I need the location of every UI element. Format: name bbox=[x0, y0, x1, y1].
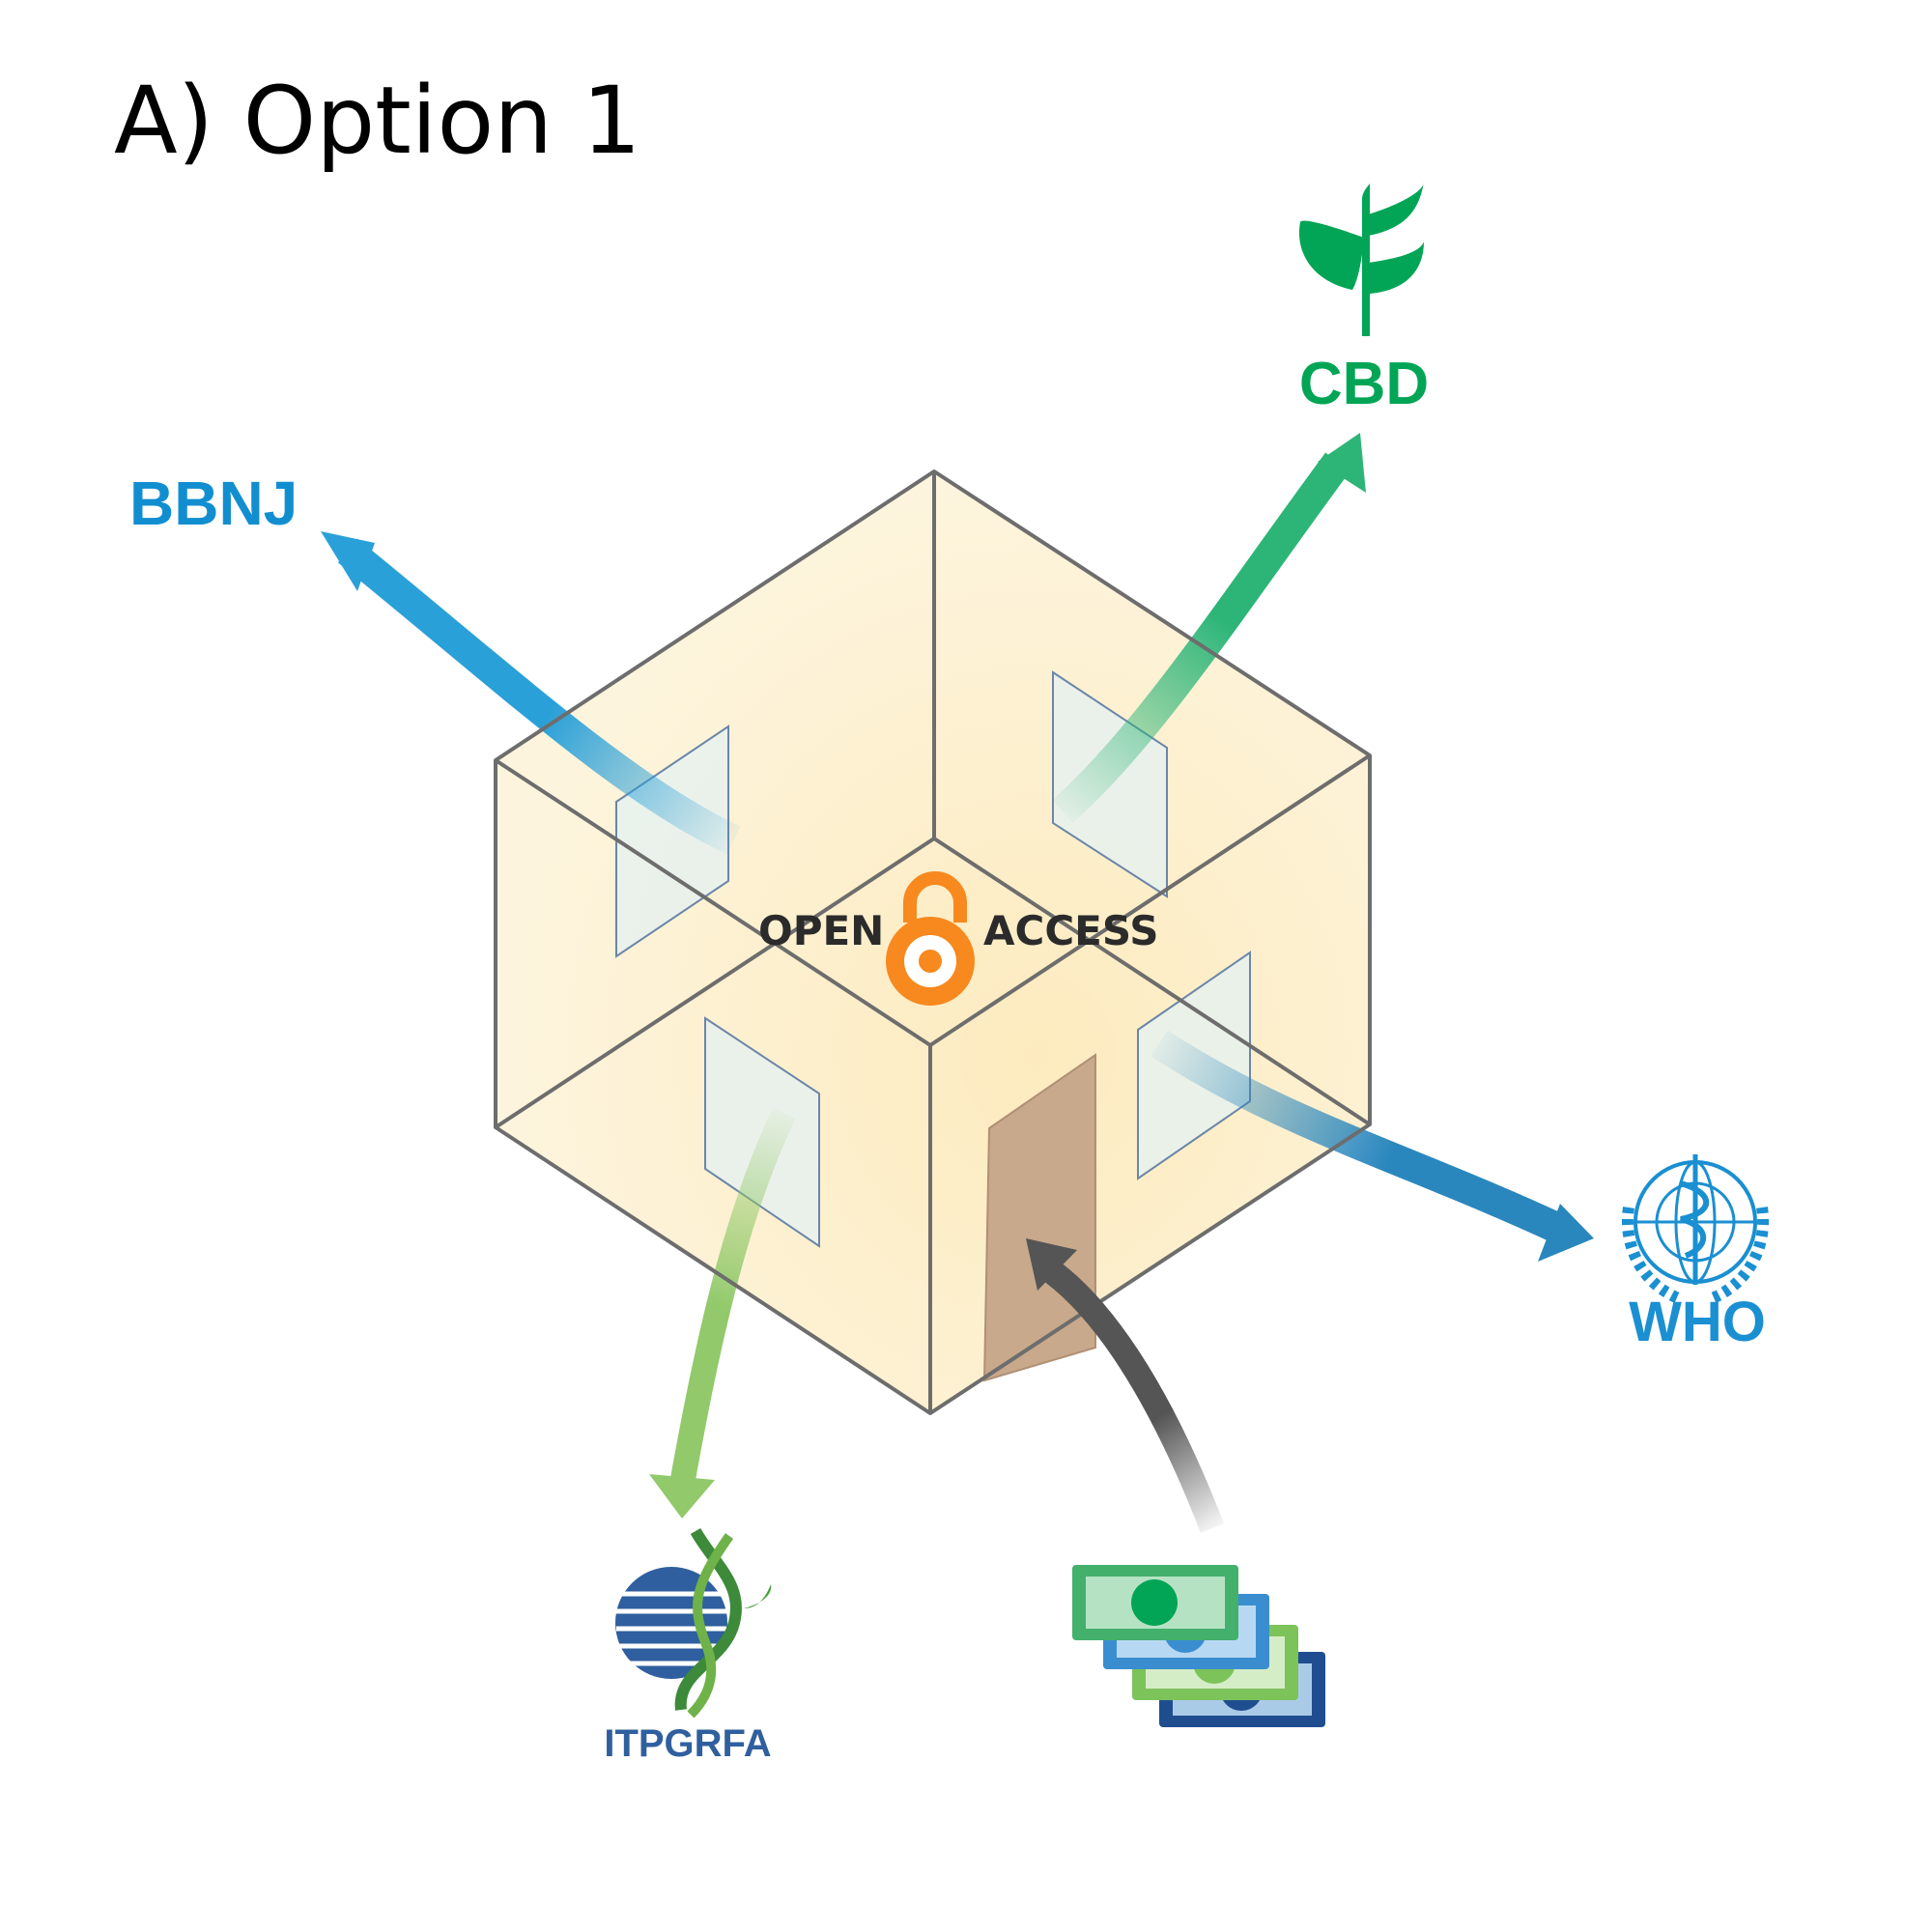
cbd-sprout-icon bbox=[1298, 182, 1424, 336]
arrow-to-cbd bbox=[1052, 433, 1366, 823]
who-emblem-icon bbox=[1622, 1154, 1769, 1305]
bbnj-label: BBNJ bbox=[129, 469, 298, 538]
arrow-to-itpgrfa bbox=[649, 1107, 796, 1519]
who-label: WHO bbox=[1629, 1291, 1766, 1353]
arrow-funding bbox=[1026, 1238, 1225, 1533]
open-access-text-right: ACCESS bbox=[983, 907, 1158, 954]
cbd-label: CBD bbox=[1299, 351, 1429, 417]
cbd-logo: CBD bbox=[1299, 182, 1429, 417]
open-access-text-left: OPEN bbox=[758, 907, 884, 954]
who-logo: WHO bbox=[1622, 1154, 1769, 1353]
itpgrfa-label: ITPGRFA bbox=[604, 1722, 771, 1765]
open-access-lock-icon bbox=[886, 871, 975, 1006]
arrow-to-who bbox=[1151, 1030, 1594, 1262]
house-edges bbox=[494, 469, 1372, 1415]
money-stack-icon bbox=[1072, 1565, 1325, 1727]
itpgrfa-globe-dna-icon bbox=[615, 1527, 772, 1719]
itpgrfa-logo: ITPGRFA bbox=[604, 1527, 772, 1765]
diagram-title: A) Option 1 bbox=[114, 67, 641, 175]
arrow-to-bbnj bbox=[321, 531, 741, 855]
open-access-logo: OPEN ACCESS bbox=[758, 871, 1158, 1006]
